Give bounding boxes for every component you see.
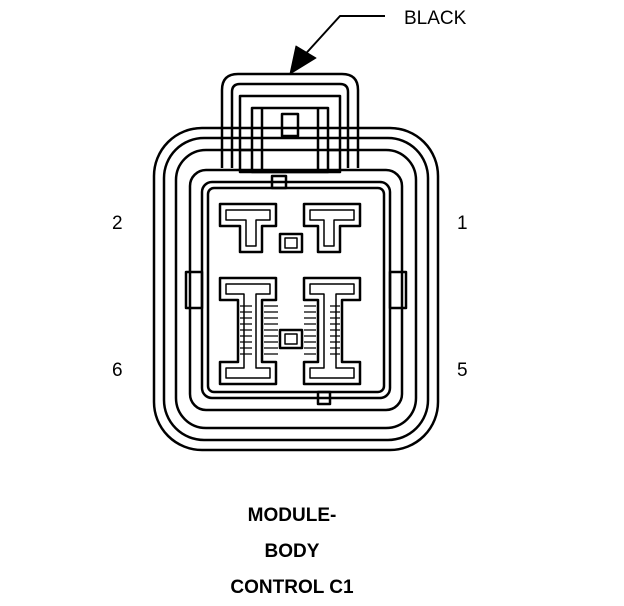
title-line-2: BODY [264, 541, 320, 562]
pin-label-2: 2 [112, 213, 123, 234]
cavity-pin-2 [218, 202, 278, 254]
cavity-pin-1 [302, 202, 362, 254]
pin-label-6: 6 [112, 360, 123, 381]
cavity-pin-5 [302, 276, 362, 386]
cavity-pin-6 [218, 276, 278, 386]
color-leader-arrow [289, 15, 385, 75]
connector-color-label: BLACK [404, 8, 467, 29]
connector-latch [220, 72, 360, 174]
pin-label-5: 5 [457, 360, 468, 381]
title-line-1: MODULE- [247, 505, 337, 526]
pin-label-1: 1 [457, 213, 468, 234]
connector-housing [152, 126, 440, 452]
title-line-3: CONTROL C1 [230, 577, 354, 598]
terminal-cavities [218, 202, 362, 386]
connector-title: MODULE- BODY CONTROL C1 [0, 498, 584, 606]
